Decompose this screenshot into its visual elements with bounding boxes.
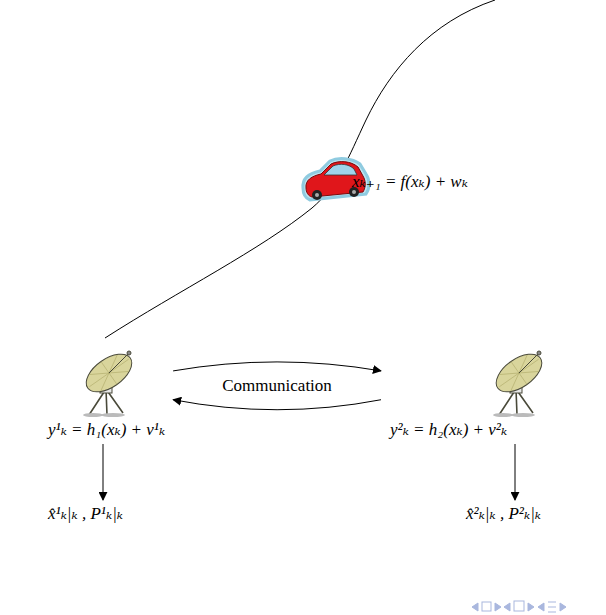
radar-dish-icon (73, 345, 143, 419)
nav-arrow (495, 603, 501, 611)
measurement-equation: y²ₖ = h₂(xₖ) + v²ₖ (390, 419, 553, 441)
measurement-equation: y¹ₖ = h₁(xₖ) + v¹ₖ (48, 419, 165, 441)
radar-station: y²ₖ = h₂(xₖ) + v²ₖ (385, 345, 557, 441)
road-line (105, 0, 495, 338)
nav-symbols (472, 601, 566, 612)
estimate-text: x̂²ₖ|ₖ , P²ₖ|ₖ (466, 503, 541, 525)
nav-arrow (538, 603, 544, 611)
car-wheel (312, 190, 322, 200)
estimate-node: x̂¹ₖ|ₖ , P¹ₖ|ₖ (48, 503, 127, 525)
nav-arrow (472, 603, 478, 611)
estimate-text: x̂¹ₖ|ₖ , P¹ₖ|ₖ (48, 503, 123, 525)
nav-arrow (528, 603, 534, 611)
car-hub (315, 193, 319, 197)
estimate-node: x̂²ₖ|ₖ , P²ₖ|ₖ (466, 503, 545, 525)
nav-box (514, 601, 524, 611)
nav-arrow (560, 603, 566, 611)
nav-box (482, 602, 491, 611)
edge-label: Communication (219, 376, 335, 396)
nav-arrow (504, 603, 510, 611)
nav-lines (548, 602, 556, 612)
output-arrow (515, 444, 516, 500)
dynamics-equation: xₖ₊₁ = f(xₖ) + wₖ (352, 171, 468, 193)
output-arrow (103, 444, 104, 500)
communication-arrow (173, 400, 381, 410)
radar-dish-icon (483, 345, 553, 419)
communication-arrow (173, 362, 381, 371)
radar-station: y¹ₖ = h₁(xₖ) + v¹ₖ (40, 345, 169, 441)
